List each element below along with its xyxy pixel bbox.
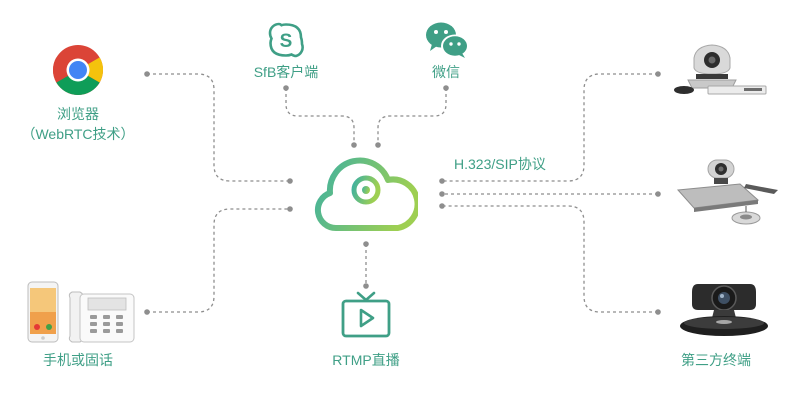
connector-endpoint-3 (442, 205, 658, 313)
connector-endpoint-1 (442, 73, 658, 182)
connector-sfb (285, 88, 355, 145)
connector-dots (144, 71, 661, 315)
connector-phone (147, 208, 290, 313)
label-rtmp: RTMP直播 (332, 352, 400, 368)
label-third-party: 第三方终端 (681, 352, 751, 368)
phones-icon (27, 281, 135, 343)
label-browser: 浏览器 （WebRTC技术） (21, 104, 134, 144)
skype-icon: S (268, 22, 304, 58)
label-wechat: 微信 (432, 64, 460, 80)
ptz-camera-icon (680, 284, 768, 336)
label-browser-line2: （WebRTC技术） (21, 126, 135, 142)
svg-text:S: S (280, 31, 293, 52)
chrome-icon (53, 45, 103, 95)
conference-camera-icon (674, 44, 767, 95)
cloud-camera-icon (314, 157, 418, 232)
connector-wechat (377, 88, 447, 145)
conference-system-icon (676, 159, 778, 225)
label-phone: 手机或固话 (43, 352, 113, 368)
connector-browser (147, 73, 290, 182)
label-sfb: SfB客户端 (253, 64, 319, 80)
tv-play-icon (341, 291, 391, 338)
label-protocol: H.323/SIP协议 (454, 156, 546, 172)
label-browser-line1: 浏览器 (57, 106, 99, 122)
wechat-icon (426, 22, 469, 58)
